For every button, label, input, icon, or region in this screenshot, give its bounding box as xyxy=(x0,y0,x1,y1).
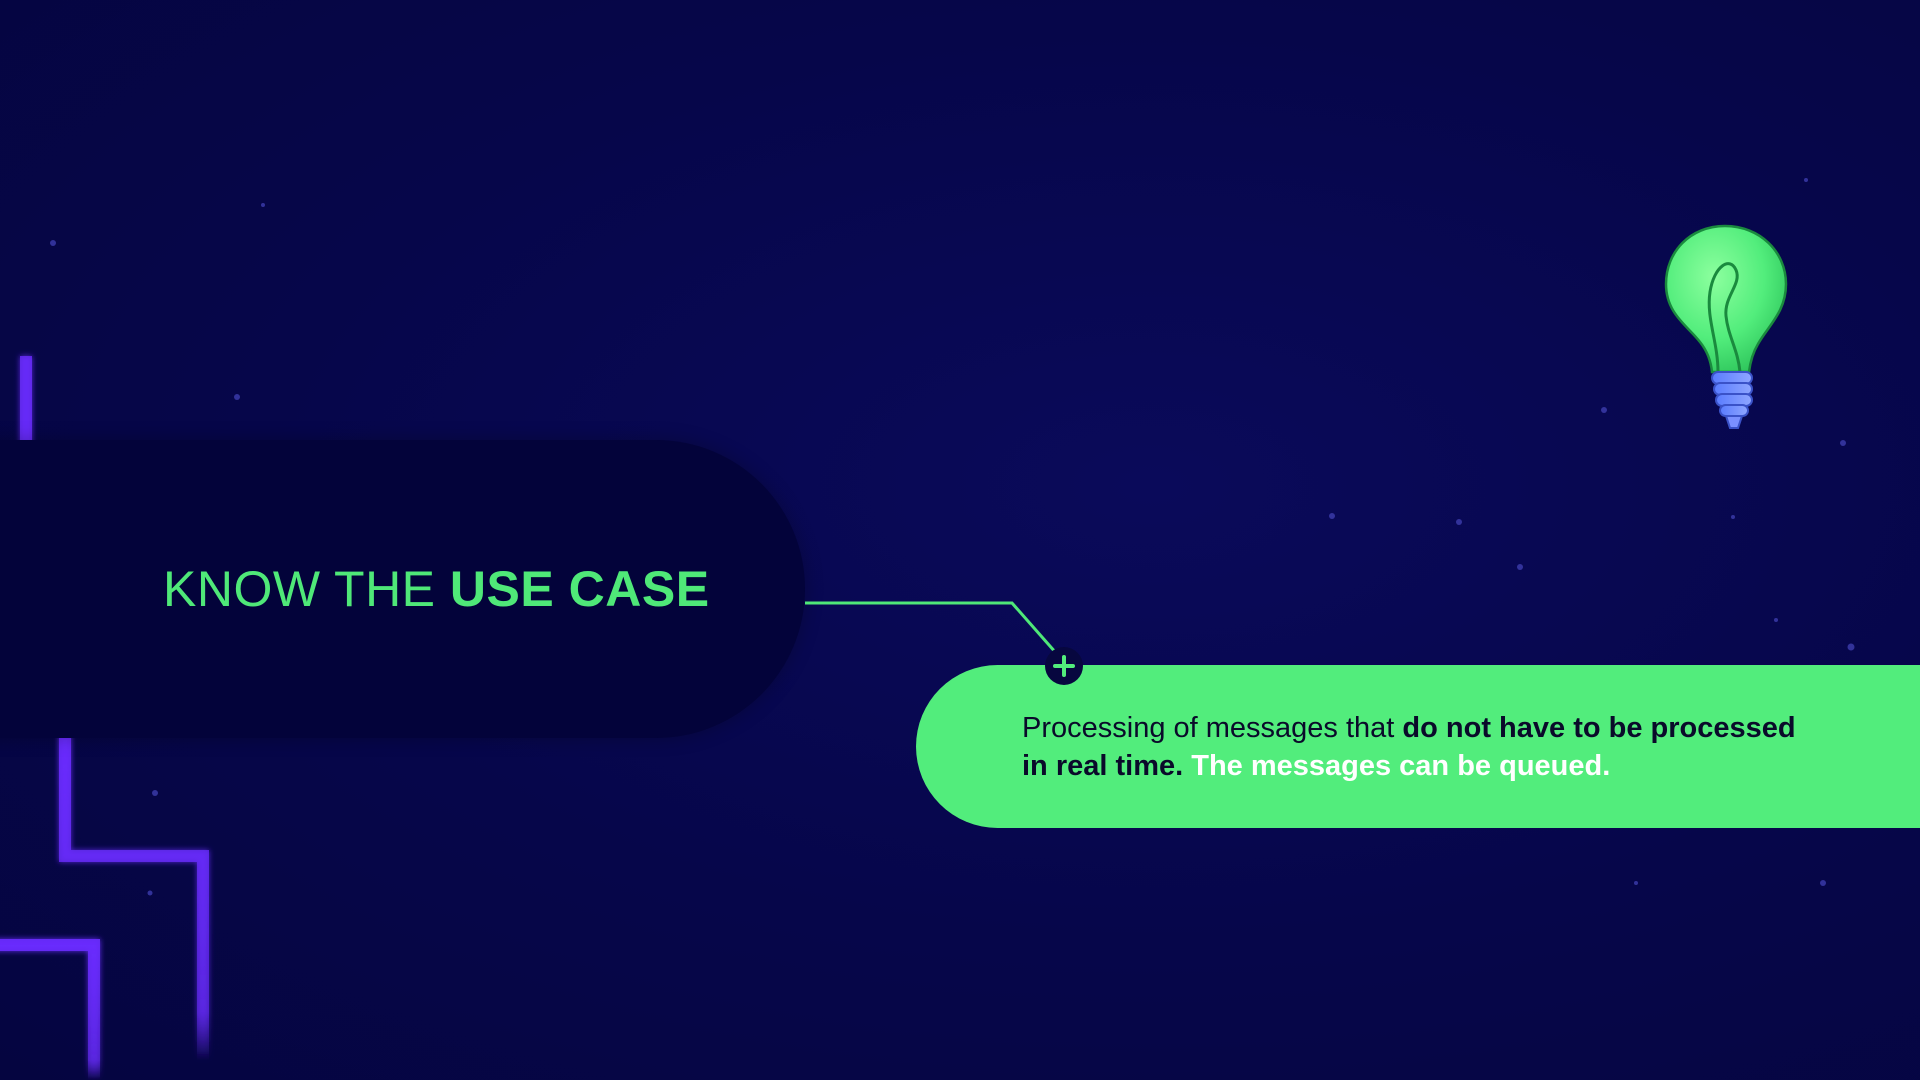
plus-icon xyxy=(1045,647,1083,685)
title-pill: KNOW THE USE CASE xyxy=(0,440,805,738)
lightbulb-icon xyxy=(1664,224,1788,429)
section-title: KNOW THE USE CASE xyxy=(163,561,710,617)
title-part-bold: USE CASE xyxy=(449,561,710,617)
circuit-lines-decoration xyxy=(0,179,246,1080)
info-text-highlight: The messages can be queued. xyxy=(1183,750,1611,782)
info-text: Processing of messages that do not have … xyxy=(1022,709,1822,785)
info-text-regular: Processing of messages that xyxy=(1022,712,1403,744)
info-text-bold: do not have to be processed in real time… xyxy=(1022,712,1796,782)
title-part-regular: KNOW THE xyxy=(163,561,450,617)
info-card: Processing of messages that do not have … xyxy=(916,665,1920,828)
